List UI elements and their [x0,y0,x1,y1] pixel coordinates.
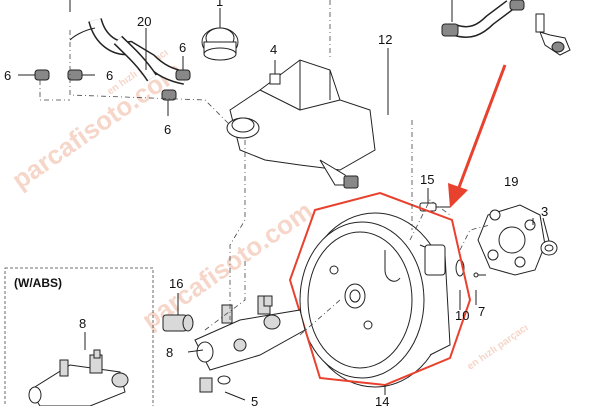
label-4: 4 [270,42,277,57]
label-10: 10 [455,308,469,323]
abs-inset-label: (W/ABS) [14,276,62,290]
label-14: 14 [375,394,389,406]
label-12: 12 [378,32,392,47]
reservoir-cap [201,27,239,61]
label-19: 19 [504,174,518,189]
abs-inset: (W/ABS) [4,267,154,406]
nut-3 [540,240,558,256]
hose-assembly [34,8,187,85]
label-5: 5 [251,394,258,406]
booster-highlight [288,191,472,387]
label-15: 15 [420,172,434,187]
watermark-4: en hızlı parçacı [465,322,530,372]
bolt-4 [269,60,281,85]
label-6-d: 6 [164,122,171,137]
label-7: 7 [478,304,485,319]
brake-booster [299,212,486,388]
clamp-left [34,69,191,101]
label-6-c: 6 [179,40,186,55]
hose-top-right [441,0,571,56]
label-1: 1 [216,0,223,9]
label-6-b: 6 [106,68,113,83]
label-16: 16 [169,276,183,291]
master-cylinder [194,295,306,371]
label-6-a: 6 [4,68,11,83]
fitting-16 [162,314,194,332]
label-8-a: 8 [166,345,173,360]
gasket-19 [477,204,546,276]
label-3: 3 [541,204,548,219]
part-labels: 1 20 6 6 6 6 4 12 15 19 3 16 8 8 10 7 5 … [4,0,548,406]
leader-lines [18,0,550,401]
label-8-b: 8 [79,316,86,331]
guide-lines [39,0,491,336]
washer-5 [199,375,231,393]
label-20: 20 [137,14,151,29]
red-arrow [448,64,507,208]
reservoir-tank [226,59,376,189]
